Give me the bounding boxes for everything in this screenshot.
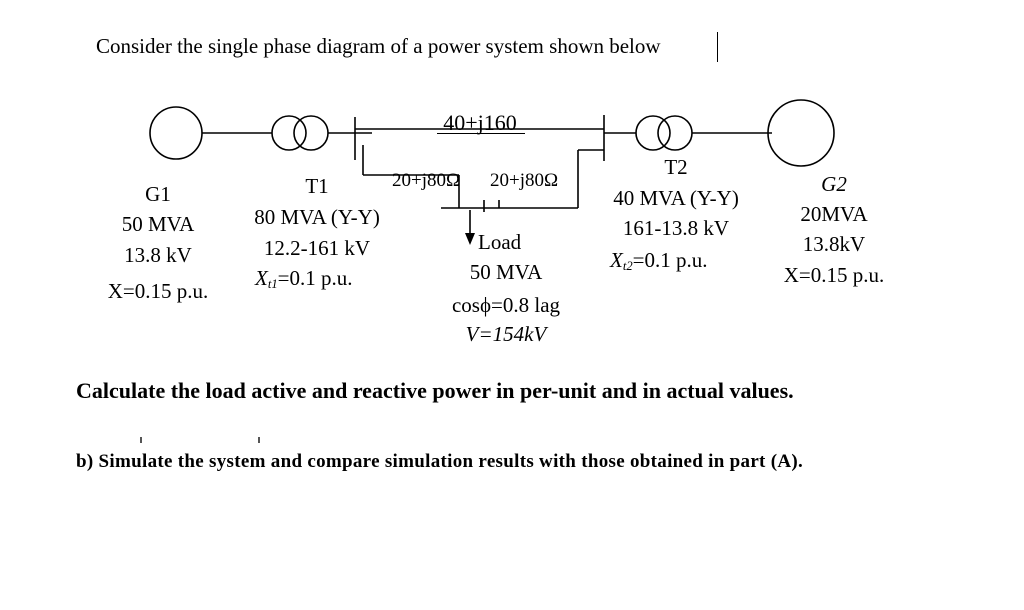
cropped-text-fragment <box>258 437 260 443</box>
g1-reactance: X=0.15 p.u. <box>107 279 209 303</box>
g2-rating: 20MVA <box>800 202 868 226</box>
load-power-factor: cosϕ=0.8 lag <box>451 293 561 317</box>
g1-voltage: 13.8 kV <box>124 243 192 267</box>
t1-reactance: Xt1=0.1 p.u. <box>255 266 353 292</box>
line-impedance-underline <box>437 133 525 134</box>
load-name: Load <box>478 230 522 254</box>
transformer-t2-winding-primary <box>635 115 671 151</box>
t1-rating: 80 MVA (Y-Y) <box>254 205 380 229</box>
text-cursor <box>717 32 718 62</box>
t1-name: T1 <box>305 174 329 198</box>
branch-right-impedance: 20+j80Ω <box>490 170 559 191</box>
generator-g1-symbol <box>149 106 203 160</box>
line-impedance-label: 40+j160 <box>443 110 517 135</box>
question-b: b) Simulate the system and compare simul… <box>76 451 804 472</box>
g2-voltage: 13.8kV <box>802 232 866 256</box>
t1-voltage: 12.2-161 kV <box>263 236 371 260</box>
question-a: Calculate the load active and reactive p… <box>76 378 794 403</box>
cropped-text-fragment <box>140 437 142 443</box>
load-voltage: V=154kV <box>465 322 547 346</box>
load-rating: 50 MVA <box>469 260 543 284</box>
g2-reactance: X=0.15 p.u. <box>783 263 885 287</box>
branch-left-impedance: 20+j80Ω <box>392 170 461 191</box>
t2-reactance: Xt2=0.1 p.u. <box>610 248 708 274</box>
generator-g2-symbol <box>767 99 835 167</box>
t2-name: T2 <box>664 155 688 179</box>
g1-name: G1 <box>145 182 171 206</box>
g1-rating: 50 MVA <box>121 212 195 236</box>
transformer-t1-winding-primary <box>271 115 307 151</box>
t2-voltage: 161-13.8 kV <box>622 216 730 240</box>
load-arrow-icon <box>465 233 475 245</box>
intro-text: Consider the single phase diagram of a p… <box>96 34 661 58</box>
t2-rating: 40 MVA (Y-Y) <box>613 186 739 210</box>
g2-name: G2 <box>821 172 847 196</box>
transformer-t2-winding-secondary <box>657 115 693 151</box>
transformer-t1-winding-secondary <box>293 115 329 151</box>
